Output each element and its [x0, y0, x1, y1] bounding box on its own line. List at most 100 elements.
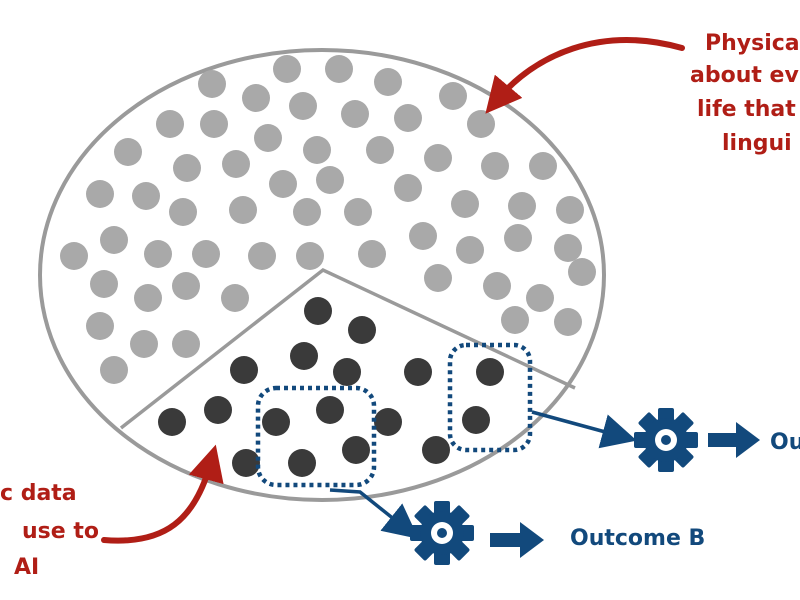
gray-dot [374, 68, 402, 96]
gray-dot [289, 92, 317, 120]
outcome-a-label: Ou [770, 430, 800, 455]
gray-dot [481, 152, 509, 180]
dark-dot [230, 356, 258, 384]
gray-dot [296, 242, 324, 270]
annotation-arrow-bottom [101, 444, 224, 544]
gray-dot [269, 170, 297, 198]
gray-dot [144, 240, 172, 268]
dark-dot [288, 449, 316, 477]
gray-dot [409, 222, 437, 250]
selection-box-a [447, 342, 533, 453]
gray-dot [526, 284, 554, 312]
gray-dot [293, 198, 321, 226]
gray-dot [156, 110, 184, 138]
gray-dot [198, 70, 226, 98]
label-line: about ev [690, 63, 799, 88]
gray-dot [504, 224, 532, 252]
dark-dot [262, 408, 290, 436]
gear-icon [634, 408, 698, 472]
linguistic-data-label: c data use to AI [0, 481, 99, 580]
dark-dot [422, 436, 450, 464]
gray-dot [303, 136, 331, 164]
dark-dot [316, 396, 344, 424]
gray-dot [529, 152, 557, 180]
gray-dot [424, 144, 452, 172]
gear-icon [410, 501, 474, 565]
dark-dot [158, 408, 186, 436]
right-arrow-icon [708, 422, 760, 458]
gray-dot [86, 312, 114, 340]
gray-dot [366, 136, 394, 164]
gray-dot [221, 284, 249, 312]
gray-dot [200, 110, 228, 138]
outcome-b-label: Outcome B [570, 526, 705, 551]
gray-dot [273, 55, 301, 83]
label-line: use to [22, 519, 99, 544]
gray-dot [424, 264, 452, 292]
label-line: lingui [722, 131, 792, 156]
dark-dot [342, 436, 370, 464]
dark-dot [304, 297, 332, 325]
gray-dot [344, 198, 372, 226]
gray-dot [508, 192, 536, 220]
connector-arrow-b [329, 488, 419, 539]
dark-dot [232, 449, 260, 477]
gray-dot [568, 258, 596, 286]
gray-dot [325, 55, 353, 83]
dark-dot [374, 408, 402, 436]
gray-dot [456, 236, 484, 264]
gray-dot [451, 190, 479, 218]
gray-dot [358, 240, 386, 268]
gray-dot [192, 240, 220, 268]
gray-dot [341, 100, 369, 128]
linguistic-data-dots [158, 297, 504, 477]
physical-data-label: Physica about ev life that lingui [690, 31, 800, 156]
annotation-arrow-top [485, 37, 685, 114]
gray-dot [556, 196, 584, 224]
gray-dot [86, 180, 114, 208]
gray-dot [172, 272, 200, 300]
label-line: AI [14, 555, 39, 580]
dark-dot [204, 396, 232, 424]
gray-dot [132, 182, 160, 210]
physical-data-dots [60, 55, 596, 384]
gray-dot [501, 306, 529, 334]
gray-dot [173, 154, 201, 182]
linguistic-data-wedge [119, 267, 576, 430]
gray-dot [134, 284, 162, 312]
gray-dot [169, 198, 197, 226]
gray-dot [172, 330, 200, 358]
gray-dot [242, 84, 270, 112]
gray-dot [439, 82, 467, 110]
dark-dot [290, 342, 318, 370]
gray-dot [554, 234, 582, 262]
gray-dot [254, 124, 282, 152]
dark-dot [462, 406, 490, 434]
gray-dot [554, 308, 582, 336]
selection-box-b [255, 385, 377, 488]
gray-dot [316, 166, 344, 194]
gray-dot [467, 110, 495, 138]
right-arrow-icon [490, 522, 544, 558]
gray-dot [483, 272, 511, 300]
dark-dot [333, 358, 361, 386]
dark-dot [476, 358, 504, 386]
gray-dot [394, 104, 422, 132]
gray-dot [90, 270, 118, 298]
gray-dot [229, 196, 257, 224]
label-line: Physica [705, 31, 800, 56]
gray-dot [100, 226, 128, 254]
gray-dot [394, 174, 422, 202]
gray-dot [100, 356, 128, 384]
gray-dot [60, 242, 88, 270]
gray-dot [222, 150, 250, 178]
label-line: c data [0, 481, 77, 506]
connector-arrow-a [531, 410, 637, 449]
gray-dot [130, 330, 158, 358]
dark-dot [404, 358, 432, 386]
gray-dot [114, 138, 142, 166]
label-line: life that [697, 97, 796, 122]
data-ellipse [38, 48, 606, 502]
dark-dot [348, 316, 376, 344]
